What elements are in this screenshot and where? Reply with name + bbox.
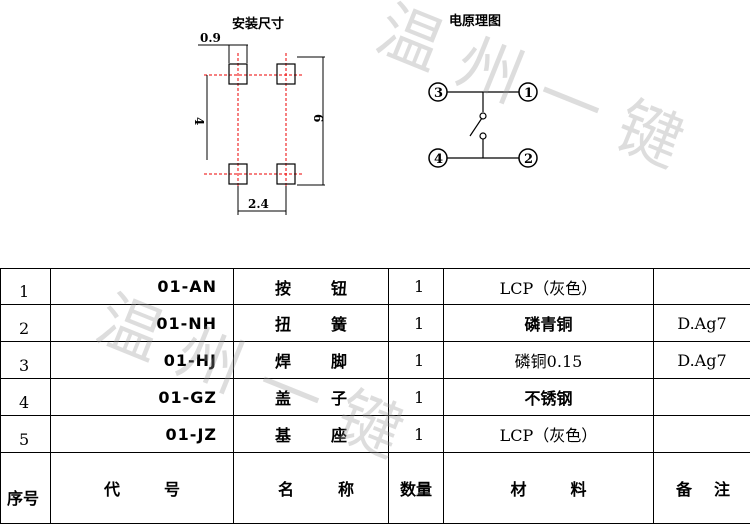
row-name: 扭簧 — [234, 305, 389, 342]
schematic-title: 电原理图 — [449, 13, 501, 29]
dim-pad-label: 0.9 — [200, 31, 221, 45]
row-note — [654, 416, 750, 453]
row-material: 磷青铜 — [444, 305, 654, 342]
table-header-row: 序号 代号 名称 数量 材料 备注 — [1, 453, 750, 524]
table-row: 2 01-NH 扭簧 1 磷青铜 D.Ag7 — [1, 305, 750, 342]
row-name: 焊脚 — [234, 342, 389, 379]
row-note — [654, 269, 750, 305]
table-row: 3 01-HJ 焊脚 1 磷铜0.15 D.Ag7 — [1, 342, 750, 379]
row-name: 按钮 — [234, 269, 389, 305]
row-code: 01-GZ — [51, 379, 234, 416]
header-index: 序号 — [1, 453, 51, 524]
row-index: 2 — [1, 305, 51, 342]
row-note — [654, 379, 750, 416]
parts-table: 1 01-AN 按钮 1 LCP（灰色） 2 01-NH 扭簧 1 磷青铜 D.… — [0, 268, 750, 524]
header-qty: 数量 — [389, 453, 444, 524]
pin-2-label: 2 — [524, 152, 533, 167]
dim-overall-label: 6 — [311, 114, 325, 122]
row-qty: 1 — [389, 379, 444, 416]
table-row: 1 01-AN 按钮 1 LCP（灰色） — [1, 269, 750, 305]
dim-width-label: 2.4 — [248, 197, 269, 211]
pin-4-label: 4 — [434, 152, 443, 167]
table-row: 4 01-GZ 盖子 1 不锈钢 — [1, 379, 750, 416]
row-qty: 1 — [389, 269, 444, 305]
row-code: 01-JZ — [51, 416, 234, 453]
row-name: 基座 — [234, 416, 389, 453]
header-name: 名称 — [234, 453, 389, 524]
row-note: D.Ag7 — [654, 342, 750, 379]
dim-height-label: 4 — [192, 117, 206, 125]
row-note: D.Ag7 — [654, 305, 750, 342]
row-qty: 1 — [389, 305, 444, 342]
header-code: 代号 — [51, 453, 234, 524]
row-material: 不锈钢 — [444, 379, 654, 416]
row-index: 3 — [1, 342, 51, 379]
row-qty: 1 — [389, 342, 444, 379]
row-code: 01-NH — [51, 305, 234, 342]
table-row: 5 01-JZ 基座 1 LCP（灰色） — [1, 416, 750, 453]
pin-1-label: 1 — [524, 86, 533, 101]
mount-diagram-title: 安装尺寸 — [232, 16, 284, 32]
header-material: 材料 — [444, 453, 654, 524]
mount-diagram: 安装尺寸 0.9 4 6 2.4 — [180, 8, 340, 223]
row-name: 盖子 — [234, 379, 389, 416]
row-index: 5 — [1, 416, 51, 453]
pin-3-label: 3 — [434, 86, 443, 101]
row-index: 4 — [1, 379, 51, 416]
row-material: LCP（灰色） — [444, 269, 654, 305]
header-note: 备注 — [654, 453, 750, 524]
row-index: 1 — [1, 269, 51, 305]
row-material: LCP（灰色） — [444, 416, 654, 453]
row-code: 01-AN — [51, 269, 234, 305]
row-material: 磷铜0.15 — [444, 342, 654, 379]
schematic: 电原理图 3 1 4 2 — [420, 8, 560, 183]
row-code: 01-HJ — [51, 342, 234, 379]
row-qty: 1 — [389, 416, 444, 453]
